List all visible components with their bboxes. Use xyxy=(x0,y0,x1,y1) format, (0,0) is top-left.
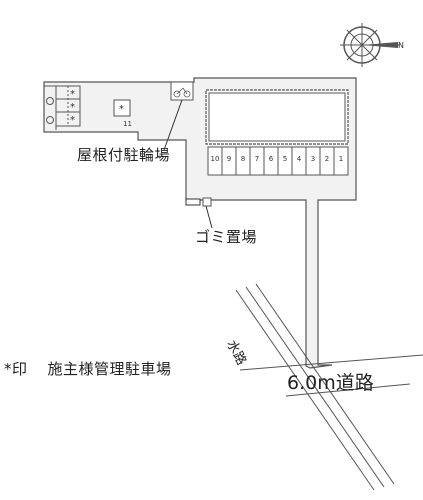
bicycle-icon xyxy=(173,87,191,98)
parking-slot-1 xyxy=(333,146,349,176)
star-mark: * xyxy=(119,104,124,115)
parking-slot-number: 6 xyxy=(269,155,274,163)
star-mark: * xyxy=(70,115,75,126)
legend-mark: *印 xyxy=(4,360,28,378)
bicycle-parking-leader xyxy=(163,99,183,151)
parking-slot-number: 2 xyxy=(325,155,329,163)
parking-slot-number: 9 xyxy=(227,155,231,163)
parking-slot-number: 7 xyxy=(255,155,259,163)
bicycle-parking-area xyxy=(170,81,194,101)
garbage-leader xyxy=(205,205,213,229)
garbage-area-marker xyxy=(202,197,212,207)
parking-stalls-row: 10 9 8 7 6 5 4 3 2 1 xyxy=(207,146,349,176)
building xyxy=(205,89,349,145)
parking-slot-number: 5 xyxy=(283,155,287,163)
bicycle-parking-label: 屋根付駐輪場 xyxy=(77,146,171,164)
compass-direction: N xyxy=(398,41,404,50)
parking-slot-11 xyxy=(113,99,131,117)
star-mark: * xyxy=(70,89,75,100)
road xyxy=(239,354,423,397)
waterway xyxy=(235,283,395,491)
left-parking-stalls xyxy=(55,85,81,127)
parking-slot-number: 3 xyxy=(311,155,315,163)
parking-slot-number: 4 xyxy=(297,155,302,163)
slot-number: 11 xyxy=(123,120,132,128)
legend-text: 施主様管理駐車場 xyxy=(47,360,172,378)
parking-slot-number: 8 xyxy=(241,155,245,163)
legend: *印 施主様管理駐車場 xyxy=(4,358,172,379)
garbage-label: ゴミ置場 xyxy=(195,228,258,246)
site-marker-circle xyxy=(46,97,54,105)
parking-slot-number: 10 xyxy=(211,155,220,163)
garbage-area xyxy=(185,198,201,206)
road-label: 6.0m道路 xyxy=(287,372,374,394)
compass-icon xyxy=(340,23,400,67)
site-marker-circle xyxy=(46,116,54,124)
parking-slot-number: 1 xyxy=(339,155,343,163)
star-mark: * xyxy=(70,102,75,113)
